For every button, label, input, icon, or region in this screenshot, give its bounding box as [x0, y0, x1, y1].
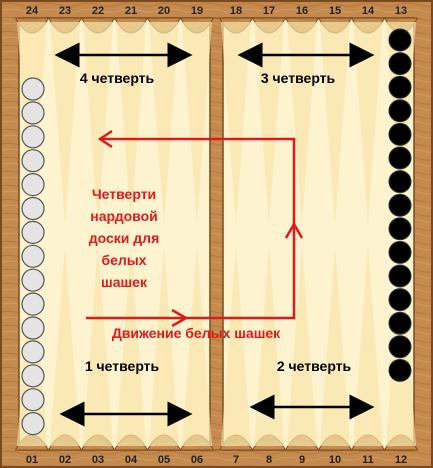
- caption-line-4: белых: [101, 252, 146, 268]
- black-checker: [388, 358, 412, 382]
- black-checker: [388, 193, 412, 217]
- point-number: 16: [296, 5, 308, 17]
- white-checker: [21, 340, 45, 364]
- point-triangle-top: [182, 22, 212, 225]
- point-number: 20: [158, 5, 170, 17]
- white-checker: [21, 292, 45, 316]
- caption-line-3: доски для: [89, 230, 160, 246]
- point-number: 22: [92, 5, 104, 17]
- point-number: 8: [266, 454, 272, 466]
- movement-path: [86, 129, 304, 328]
- black-checker: [388, 170, 412, 194]
- point-number: 11: [362, 454, 374, 466]
- point-triangle-top: [83, 22, 113, 225]
- black-checker: [388, 146, 412, 170]
- point-number: 13: [395, 5, 407, 17]
- white-checkers-stack: [21, 77, 45, 436]
- white-checker: [21, 77, 45, 101]
- black-checkers-stack: [388, 28, 412, 382]
- movement-path-line: [86, 137, 296, 320]
- point-number: 9: [299, 454, 305, 466]
- center-bar: [209, 17, 224, 451]
- point-number: 7: [233, 454, 239, 466]
- point-number: 21: [125, 5, 137, 17]
- point-number: 05: [158, 454, 170, 466]
- movement-label: Движение белых шашек: [112, 325, 281, 341]
- arrowhead-up: [284, 221, 304, 239]
- white-checker: [21, 244, 45, 268]
- black-checker: [388, 28, 412, 52]
- black-checker: [388, 264, 412, 288]
- white-checker: [21, 125, 45, 149]
- point-triangle-top: [116, 22, 146, 225]
- point-number: 03: [92, 454, 104, 466]
- black-checker: [388, 99, 412, 123]
- white-checker: [21, 149, 45, 173]
- quarter-label-3: 3 четверть: [261, 70, 336, 86]
- point-number: 23: [59, 5, 71, 17]
- black-checker: [388, 217, 412, 241]
- left-playfield: [18, 17, 211, 451]
- black-checker: [388, 311, 412, 335]
- white-checker: [21, 220, 45, 244]
- black-checker: [388, 240, 412, 264]
- point-number: 18: [230, 5, 242, 17]
- point-number: 24: [26, 5, 39, 17]
- point-number: 17: [263, 5, 275, 17]
- point-triangle-top: [221, 22, 251, 225]
- white-checker: [21, 316, 45, 340]
- point-number: 04: [125, 454, 138, 466]
- point-triangle-top: [50, 22, 80, 225]
- black-checker: [388, 122, 412, 146]
- point-numbers-bottom: 01 02 03 04 05 06 7 8 9 10 11 12: [26, 454, 407, 466]
- point-triangle-bottom: [149, 245, 179, 446]
- point-number: 10: [329, 454, 341, 466]
- white-checker: [21, 173, 45, 197]
- arrowhead-right: [171, 308, 189, 328]
- black-checker: [388, 52, 412, 76]
- point-triangle-bottom: [221, 245, 251, 446]
- point-numbers-top: 24 23 22 21 20 19 18 17 16 15 14 13: [26, 5, 407, 17]
- quarter-label-1: 1 четверть: [85, 358, 160, 374]
- black-checker: [388, 75, 412, 99]
- quarter-label-4: 4 четверть: [80, 70, 155, 86]
- point-triangle-bottom: [116, 245, 146, 446]
- caption-line-5: шашек: [101, 274, 148, 290]
- caption-line-1: Четверти: [92, 186, 156, 202]
- white-checker: [21, 412, 45, 436]
- point-triangle-bottom: [50, 245, 80, 446]
- caption-line-2: нардовой: [90, 208, 157, 224]
- point-triangle-top: [149, 22, 179, 225]
- arrowhead-left: [97, 129, 113, 149]
- quarter-label-2: 2 четверть: [277, 358, 352, 374]
- point-number: 15: [329, 5, 341, 17]
- point-triangle-bottom: [83, 245, 113, 446]
- point-triangle-top: [353, 22, 383, 225]
- point-triangle-top: [254, 22, 284, 225]
- point-number: 19: [191, 5, 203, 17]
- quarters-caption: Четверти нардовой доски для белых шашек: [89, 186, 160, 290]
- white-checker: [21, 364, 45, 388]
- white-checker: [21, 196, 45, 221]
- white-checker: [21, 101, 45, 125]
- black-checker: [388, 335, 412, 359]
- point-number: 01: [26, 454, 38, 466]
- white-checker: [21, 388, 45, 412]
- point-number: 14: [362, 5, 375, 17]
- point-triangle-bottom: [182, 245, 212, 446]
- point-triangle-top: [320, 22, 350, 225]
- black-checker: [388, 288, 412, 312]
- point-number: 12: [395, 454, 407, 466]
- point-triangle-top: [287, 22, 317, 225]
- point-number: 02: [59, 454, 71, 466]
- right-playfield: [222, 17, 415, 451]
- white-checker: [21, 268, 45, 292]
- point-number: 06: [191, 454, 203, 466]
